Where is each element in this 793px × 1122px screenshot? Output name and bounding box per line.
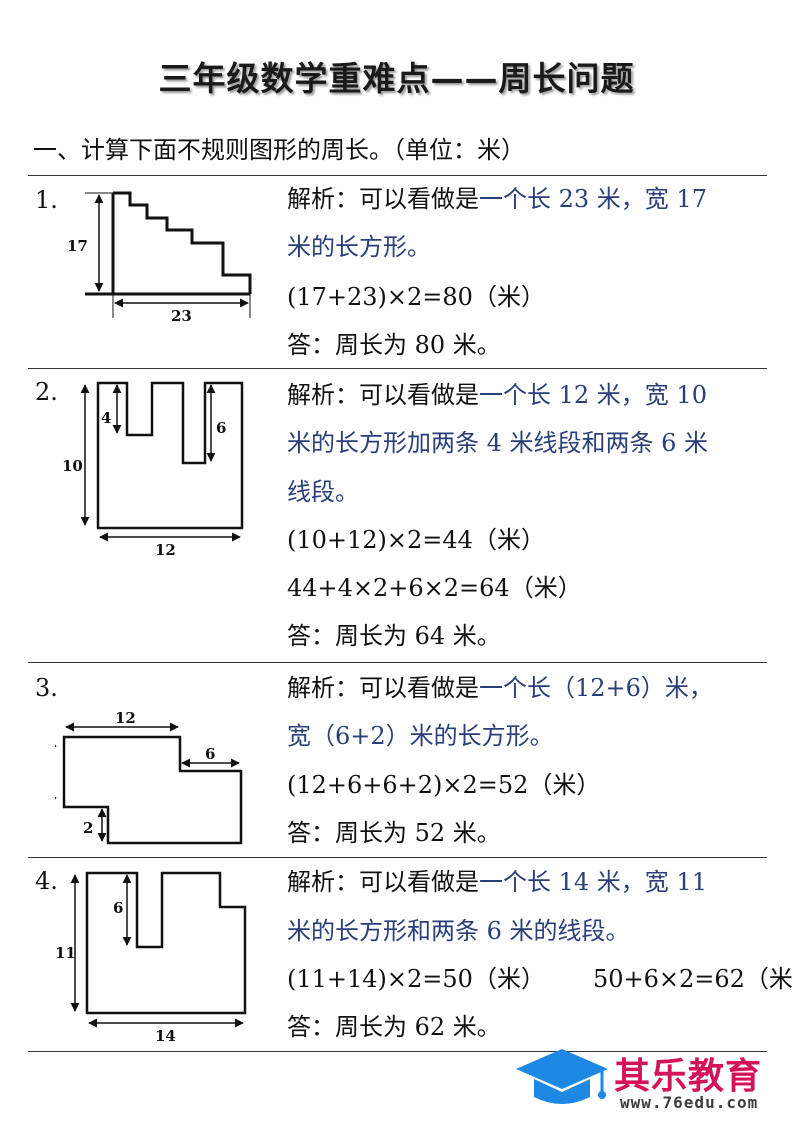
analysis-line: 米的长方形和两条 6 米的线段。 (287, 917, 630, 945)
figure-label: 2 (83, 819, 93, 837)
analysis-line: 解析：可以看做是一个长（12+6）米， (287, 673, 767, 703)
brand-logo: 其乐教育 www.76edu.com (512, 1045, 787, 1115)
analysis-line: 解析：可以看做是一个长 14 米，宽 11 (287, 867, 767, 897)
figure-label: 12 (155, 541, 176, 559)
calculation: (12+6+6+2)×2=52（米） (287, 771, 601, 799)
analysis-line: 解析：可以看做是一个长 23 米，宽 17 (287, 184, 767, 214)
analysis-highlight: 一个长（12+6）米， (479, 674, 713, 702)
page-title: 三年级数学重难点——周长问题 (158, 59, 635, 98)
analysis-line: 宽（6+2）米的长方形。 (287, 722, 554, 750)
divider (28, 1051, 767, 1052)
figure-notched-rectangle: 4 6 10 12 (55, 373, 265, 568)
figure-label: 17 (67, 237, 88, 255)
analysis-line: 解析：可以看做是一个长 12 米，宽 10 (287, 380, 767, 410)
problem-number: 2. (35, 378, 58, 406)
analysis-highlight: 一个长 23 米，宽 17 (479, 185, 707, 213)
figure-label: 10 (62, 457, 83, 475)
brand-name: 其乐教育 (614, 1056, 763, 1097)
figure-label: 6 (205, 745, 215, 763)
analysis-line: 米的长方形加两条 4 米线段和两条 6 米 (287, 429, 709, 457)
figure-staircase: 17 23 (55, 183, 265, 328)
divider (28, 175, 767, 176)
calculation: 50+6×2=62（米） (592, 965, 793, 993)
figure-l-shape: 12 6 6 2 (55, 705, 265, 850)
analysis-highlight: 一个长 12 米，宽 10 (479, 381, 707, 409)
answer: 答：周长为 52 米。 (287, 819, 501, 847)
brand-url: www.76edu.com (620, 1093, 759, 1112)
section-heading: 一、计算下面不规则图形的周长。（单位：米） (33, 136, 525, 164)
answer: 答：周长为 62 米。 (287, 1013, 501, 1041)
figure-label: 11 (55, 944, 76, 962)
graduation-cap-icon (516, 1049, 608, 1104)
problem-number: 3. (35, 674, 58, 702)
divider (28, 857, 767, 858)
figure-label: 6 (113, 899, 123, 917)
problem-number: 1. (35, 186, 58, 214)
figure-label: 23 (171, 307, 192, 325)
calculation: (11+14)×2=50（米） (287, 965, 545, 993)
figure-label: 14 (155, 1027, 176, 1045)
analysis-prefix: 解析：可以看做是 (287, 674, 479, 702)
analysis-line: 线段。 (287, 478, 359, 506)
calculation: 44+4×2+6×2=64（米） (287, 574, 582, 602)
calculation-row: (11+14)×2=50（米） 50+6×2=62（米） (287, 964, 793, 994)
analysis-line: 米的长方形。 (287, 233, 431, 261)
calculation: (17+23)×2=80（米） (287, 283, 545, 311)
figure-label: 12 (115, 709, 136, 727)
figure-notched-rectangle: 6 11 14 (55, 863, 265, 1048)
divider (28, 368, 767, 369)
calculation: (10+12)×2=44（米） (287, 526, 545, 554)
analysis-prefix: 解析：可以看做是 (287, 868, 479, 896)
figure-label: 4 (101, 409, 111, 427)
analysis-prefix: 解析：可以看做是 (287, 381, 479, 409)
analysis-prefix: 解析：可以看做是 (287, 185, 479, 213)
answer: 答：周长为 80 米。 (287, 331, 501, 359)
answer: 答：周长为 64 米。 (287, 622, 501, 650)
figure-label: 6 (216, 419, 226, 437)
analysis-highlight: 一个长 14 米，宽 11 (479, 868, 707, 896)
divider (28, 662, 767, 663)
problem-number: 4. (35, 867, 58, 895)
